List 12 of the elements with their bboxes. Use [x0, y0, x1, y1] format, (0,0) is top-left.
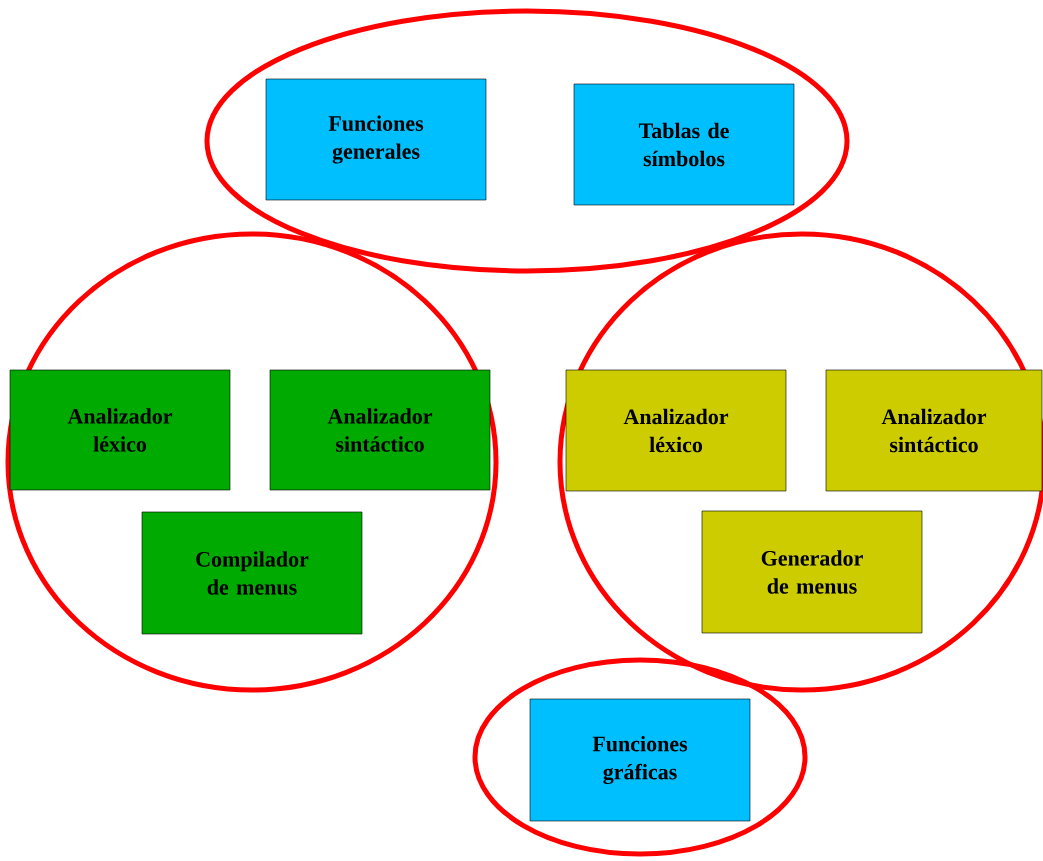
- group-ellipse: [472, 657, 808, 857]
- module-box: Analizador sintáctico: [825, 369, 1043, 492]
- module-box: Funciones gráficas: [529, 698, 751, 822]
- module-box: Generador de menus: [701, 510, 923, 634]
- group-ellipse: [204, 8, 850, 274]
- module-box: Funciones generales: [265, 78, 487, 201]
- module-box: Analizador sintáctico: [269, 369, 491, 491]
- module-box: Analizador léxico: [9, 369, 231, 491]
- module-box: Analizador léxico: [565, 369, 787, 492]
- module-box: Compilador de menus: [141, 511, 363, 635]
- group-ellipse: [5, 231, 499, 693]
- module-box: Tablas de símbolos: [573, 83, 795, 206]
